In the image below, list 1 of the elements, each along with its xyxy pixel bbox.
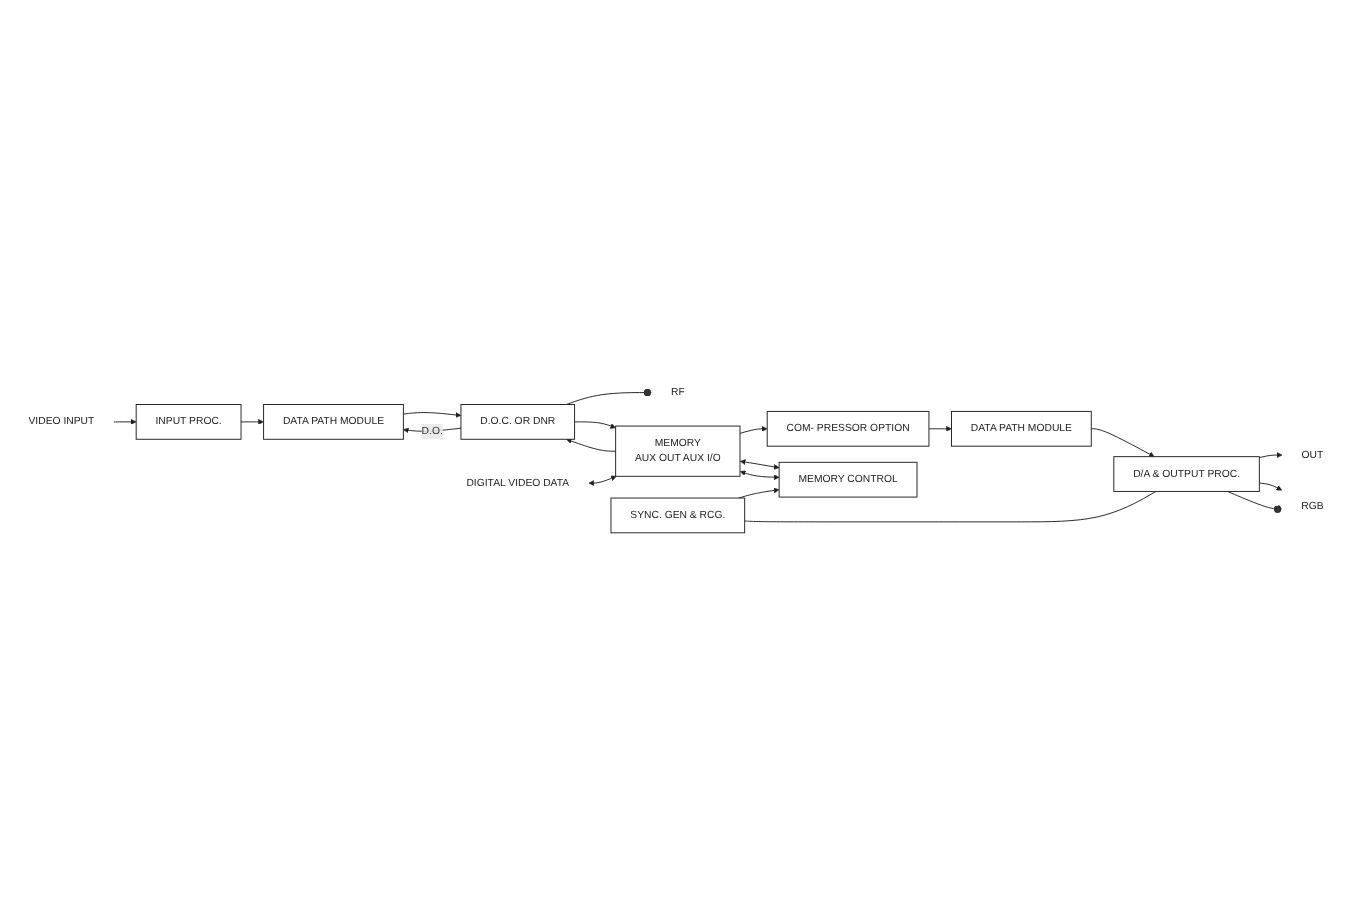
- connector: [744, 490, 1157, 523]
